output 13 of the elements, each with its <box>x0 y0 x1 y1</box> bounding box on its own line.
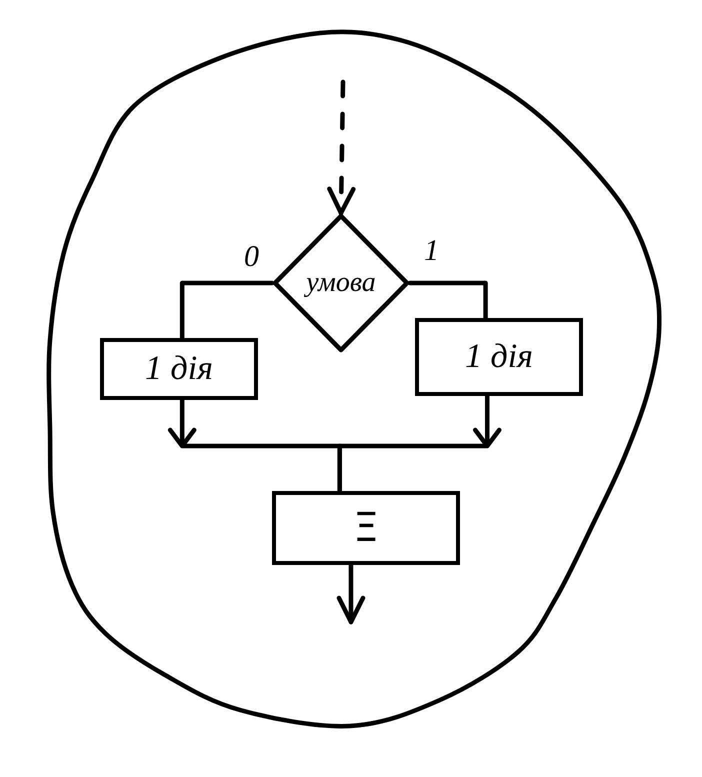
node-label: 1 дія <box>145 352 213 386</box>
connector-line <box>180 280 274 340</box>
process-box <box>272 491 460 565</box>
arrow <box>337 394 502 494</box>
decision-diamond <box>272 213 410 353</box>
process-box <box>415 318 583 396</box>
node-label: Ξ <box>353 508 379 548</box>
dashed-arrow <box>327 80 356 216</box>
process-box <box>100 338 258 400</box>
node-label: умова <box>306 269 376 297</box>
arrow <box>336 562 366 624</box>
node-label: 1 дія <box>465 340 533 374</box>
connector-line <box>408 280 488 320</box>
